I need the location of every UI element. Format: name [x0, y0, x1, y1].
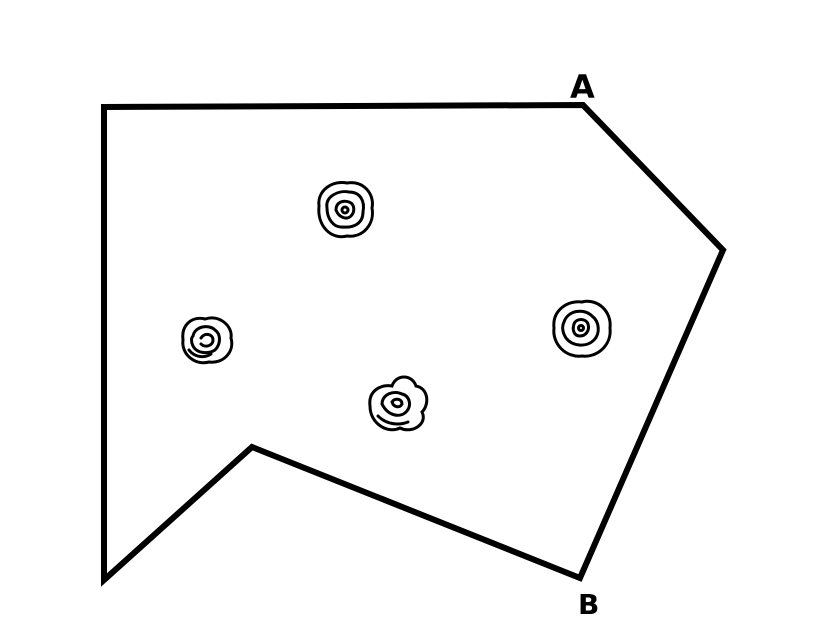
- vertex-label-a: A: [570, 68, 595, 106]
- flower-left: [181, 316, 234, 365]
- flower-right: [552, 299, 612, 358]
- rose-icon: [317, 180, 374, 239]
- rose-icon: [368, 375, 429, 432]
- flower-center: [368, 375, 429, 432]
- vertex-label-b: B: [578, 588, 599, 621]
- rose-icon: [181, 316, 234, 365]
- rose-icon: [552, 299, 612, 358]
- flower-top: [317, 180, 374, 239]
- garden-boundary: [101, 101, 727, 587]
